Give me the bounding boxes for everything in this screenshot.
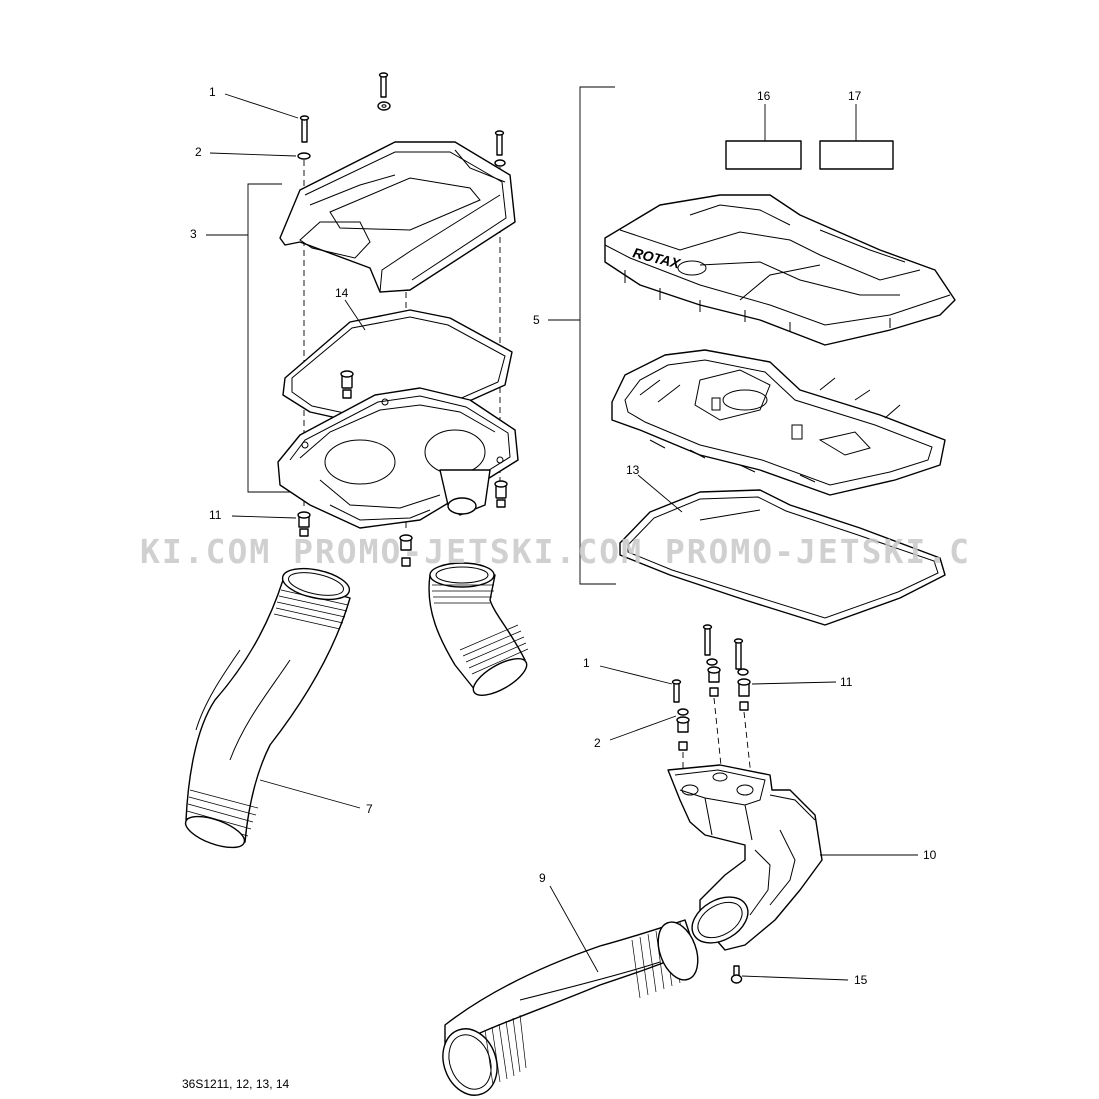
callout-2-right: 2 <box>594 736 601 750</box>
brand-emblem <box>677 260 707 276</box>
hose-9-threads-left <box>484 1014 527 1086</box>
callout-2-left: 2 <box>195 145 202 159</box>
callout-9: 9 <box>539 871 546 885</box>
screw-right-b <box>702 624 721 697</box>
callout-11-left: 11 <box>209 508 222 522</box>
elbow-hose <box>428 562 529 696</box>
nut-11-left <box>297 511 311 537</box>
callouts: 1 2 3 14 11 7 5 16 17 13 1 2 11 10 9 15 <box>190 85 937 987</box>
callout-14: 14 <box>335 286 349 300</box>
gasket-13 <box>619 489 946 626</box>
callout-1-left: 1 <box>209 85 216 99</box>
hose-7-threads-top <box>273 589 349 630</box>
airbox-cover <box>279 141 516 293</box>
hose-7 <box>184 567 351 849</box>
bracket-5 <box>579 86 616 585</box>
hose-9 <box>442 919 699 1096</box>
sleeve-nut-right <box>494 480 508 508</box>
rotax-cover-assembly: ROTAX <box>548 86 956 626</box>
screw-15 <box>730 965 743 984</box>
figure-reference: 36S1211, 12, 13, 14 <box>182 1077 290 1091</box>
callout-3: 3 <box>190 227 197 241</box>
screw-right-c <box>733 638 751 711</box>
screw-top-center <box>377 72 391 111</box>
callout-16: 16 <box>757 89 771 103</box>
callout-11-right: 11 <box>840 675 853 689</box>
nut-11-center <box>399 534 413 567</box>
rotax-top-cover: ROTAX <box>604 194 956 346</box>
right-bottom-assembly <box>442 624 918 1096</box>
callout-5: 5 <box>533 313 540 327</box>
callout-1-right: 1 <box>583 656 590 670</box>
label-box-17 <box>819 140 894 170</box>
watermark-text: KI.COM PROMO-JETSKI.COM PROMO-JETSKI.C <box>140 532 971 571</box>
callout-17: 17 <box>848 89 862 103</box>
screw-right-top <box>494 130 506 167</box>
callout-13: 13 <box>626 463 640 477</box>
bracket-3 <box>247 183 290 493</box>
screw-1-right <box>671 679 690 751</box>
elbow-housing-10 <box>667 764 823 951</box>
callout-10: 10 <box>923 848 937 862</box>
sleeve-nut-upper <box>340 370 354 399</box>
callout-15: 15 <box>854 973 868 987</box>
callout-7: 7 <box>366 802 373 816</box>
label-box-16 <box>725 140 802 170</box>
screw-1-left <box>297 115 311 160</box>
base-throat <box>439 469 491 516</box>
rotax-base-frame <box>611 349 946 496</box>
left-assembly <box>184 72 529 849</box>
